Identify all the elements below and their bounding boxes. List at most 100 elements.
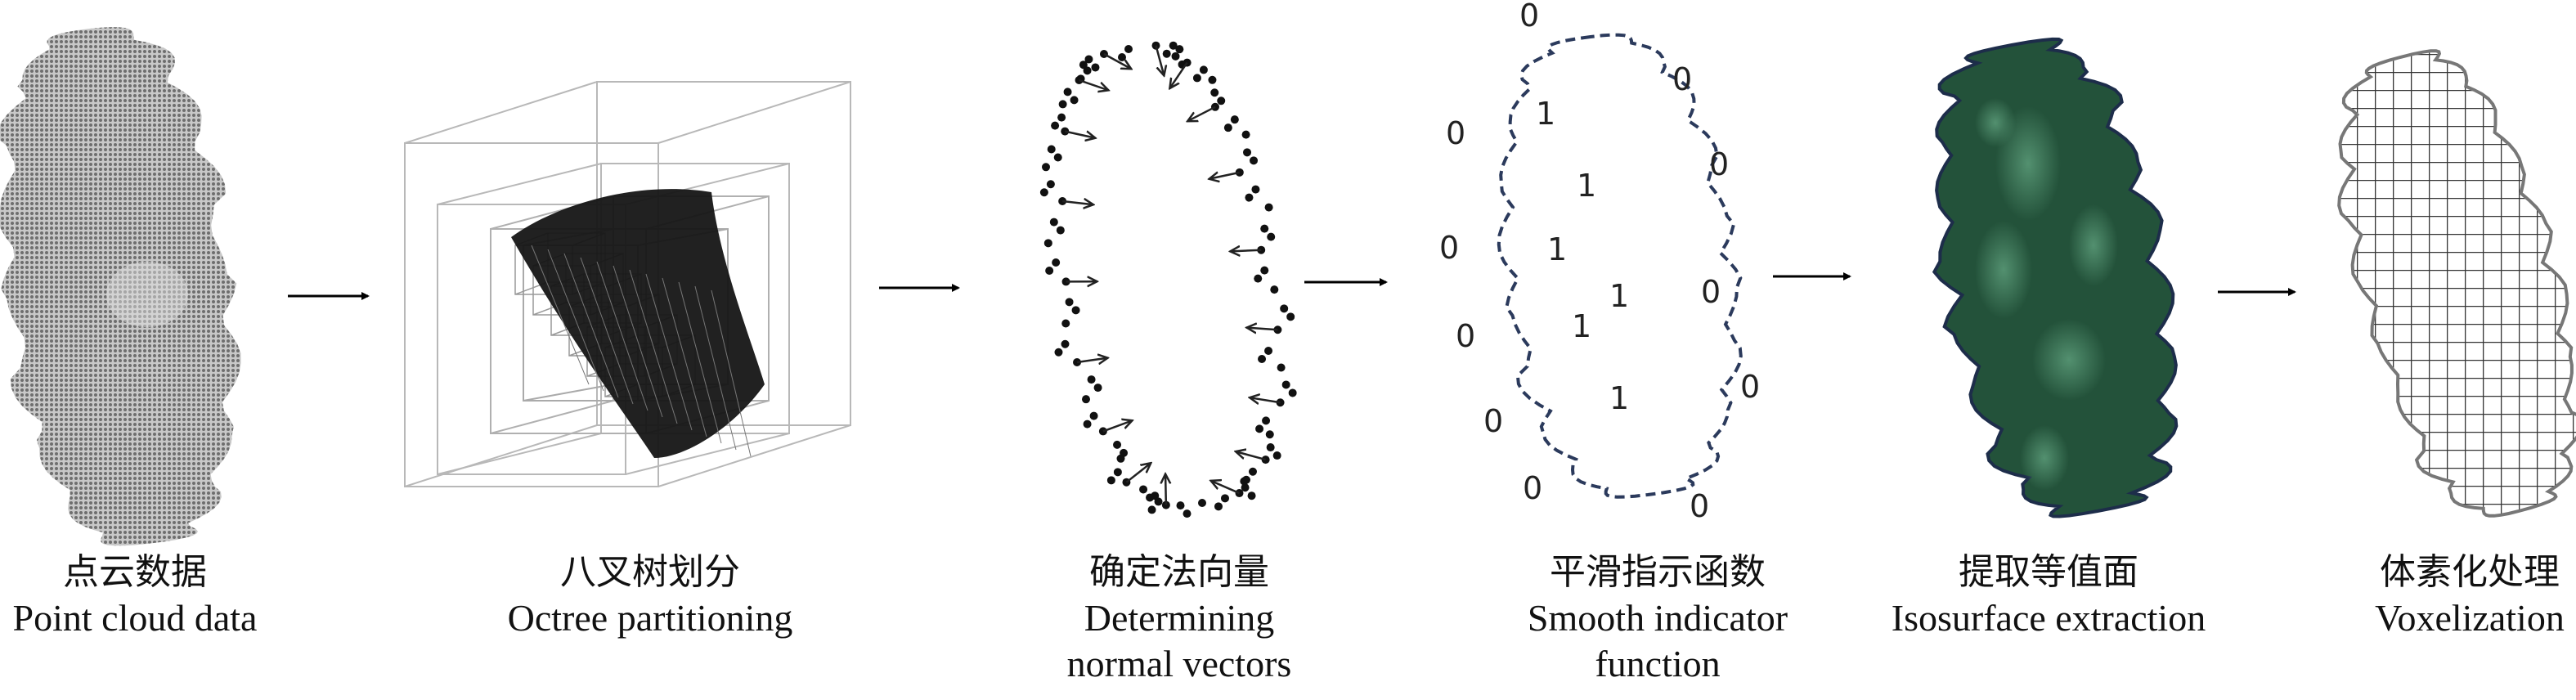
caption-en: Smooth indicator	[1527, 597, 1788, 639]
caption-zh: 确定法向量	[1088, 552, 1269, 592]
point-dot	[1241, 130, 1250, 139]
caption-en-2: function	[1595, 643, 1721, 684]
point-dot	[1056, 226, 1065, 235]
point-dot	[1169, 41, 1178, 50]
caption-octree: 八叉树划分 Octree partitioning	[508, 550, 793, 641]
voxelization-figure	[2337, 49, 2576, 518]
isosurface-patch	[2032, 319, 2106, 401]
point-dot	[1147, 505, 1156, 514]
normal-arrow	[1236, 451, 1266, 461]
point-dot	[1139, 485, 1148, 494]
caption-en: Determining	[1084, 597, 1275, 639]
caption-zh: 提取等值面	[1958, 552, 2138, 592]
point-dot	[1057, 113, 1066, 122]
normal-arrow	[1103, 52, 1131, 69]
point-dot	[1151, 491, 1160, 500]
point-dot	[1116, 454, 1125, 463]
caption-normals: 确定法向量 Determining normal vectors	[1067, 550, 1292, 687]
normal-arrow	[1079, 79, 1109, 90]
octree-inner-line	[613, 265, 663, 418]
point-dot	[1199, 65, 1208, 74]
point-dot	[1061, 319, 1070, 328]
point-dot	[1051, 121, 1060, 130]
indicator-value-outside: 0	[1439, 230, 1459, 266]
point-dot	[1052, 258, 1061, 267]
caption-en: Octree partitioning	[507, 597, 793, 639]
octree-point-core	[511, 189, 765, 458]
point-dot	[1081, 395, 1090, 404]
voxel-grid-shape	[2337, 49, 2576, 518]
point-dot	[1043, 239, 1052, 248]
caption-en: Isosurface extraction	[1891, 597, 2206, 639]
point-dot	[1264, 203, 1273, 212]
point-dot	[1106, 476, 1115, 485]
point-dot	[1281, 380, 1290, 389]
point-dot	[1113, 468, 1122, 477]
point-dot	[1280, 304, 1289, 313]
point-dot	[1272, 451, 1281, 460]
normal-vectors-figure	[1039, 41, 1297, 518]
point-dot	[1243, 148, 1252, 157]
point-dot	[1124, 45, 1133, 53]
normal-arrow	[1102, 420, 1133, 433]
indicator-value-inside: 1	[1547, 231, 1567, 267]
octree-inner-line	[629, 269, 678, 424]
octree-cell	[404, 81, 851, 487]
point-dot	[1241, 483, 1250, 492]
point-dot	[1091, 63, 1100, 72]
point-dot	[1255, 424, 1264, 433]
indicator-value-outside: 0	[1483, 403, 1503, 439]
caption-en: Point cloud data	[12, 597, 258, 639]
caption-isosurface: 提取等值面 Isosurface extraction	[1892, 550, 2206, 641]
normal-arrow	[1246, 328, 1278, 330]
point-dot	[1262, 416, 1271, 425]
point-dot	[1058, 100, 1067, 109]
normal-arrow	[1076, 358, 1108, 362]
point-dot	[1241, 475, 1250, 484]
indicator-value-outside: 0	[1446, 115, 1465, 151]
point-dot	[1053, 153, 1062, 162]
point-dot	[1083, 66, 1092, 75]
normal-arrow	[1064, 132, 1095, 138]
point-dot	[1254, 274, 1263, 283]
octree-inner-line	[694, 285, 737, 451]
point-dot	[1217, 96, 1226, 105]
point-dot	[1260, 266, 1269, 275]
isosurface-patch	[2069, 204, 2118, 286]
point-dot	[1162, 49, 1171, 58]
point-dot	[1248, 467, 1257, 476]
octree-inner-line	[711, 289, 752, 457]
normal-arrow	[1062, 201, 1093, 204]
isosurface-figure	[1932, 37, 2179, 518]
indicator-value-inside: 1	[1536, 96, 1555, 132]
point-dot	[1270, 285, 1279, 294]
point-dot	[1220, 494, 1229, 503]
point-dot	[1054, 348, 1063, 357]
point-dot	[1266, 443, 1275, 452]
point-dot	[1087, 375, 1096, 384]
point-dot	[1208, 75, 1217, 84]
isosurface-texture	[1975, 98, 2118, 491]
point-dot	[1258, 354, 1267, 363]
isosurface-patch	[1975, 221, 2032, 319]
point-dot	[1265, 430, 1274, 439]
normal-arrow	[1187, 105, 1216, 121]
isosurface-patch	[2020, 425, 2069, 491]
octree-inner-line	[547, 249, 604, 392]
octree-inner-line	[645, 273, 693, 431]
normal-arrow	[1250, 397, 1281, 402]
point-dot	[1118, 53, 1126, 61]
point-dot	[1045, 266, 1054, 275]
point-dot	[1214, 502, 1223, 511]
indicator-function-figure: 0 0 0 0 0 0 0 0 0 0 0 1 1 1 1 1 1	[1439, 0, 1760, 524]
indicator-value-outside: 0	[1701, 274, 1721, 310]
normal-arrow	[1230, 250, 1262, 252]
normal-arrow	[1125, 463, 1151, 483]
octree-inner-line	[531, 245, 590, 385]
point-dot	[1198, 499, 1206, 507]
isosurface-patch	[1975, 98, 2016, 147]
point-dot	[1063, 88, 1072, 96]
point-dot	[1083, 420, 1092, 429]
point-dot	[1260, 224, 1269, 233]
